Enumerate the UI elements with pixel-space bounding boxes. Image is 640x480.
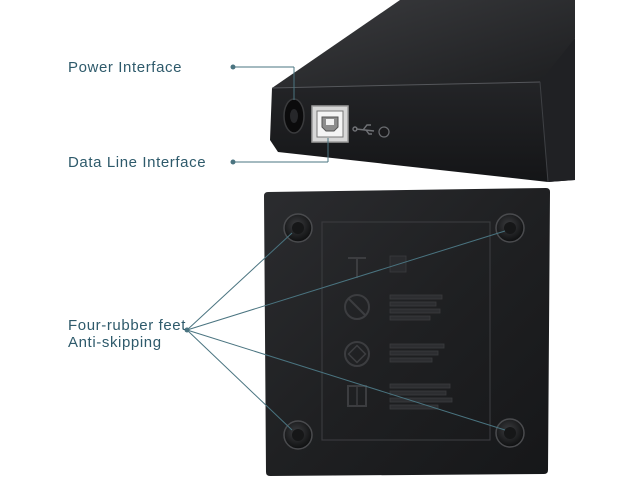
drive-edge-highlight	[271, 81, 541, 89]
drive-bottom-inset	[321, 221, 491, 441]
drive-side-face	[540, 38, 575, 182]
dc-power-jack-icon	[283, 98, 305, 134]
drive-bottom-view	[264, 188, 550, 476]
drive-top-surface	[272, 0, 575, 88]
embossed-markings	[344, 255, 453, 410]
leader-foot-tr	[186, 230, 506, 331]
usb-symbol-icon	[352, 124, 375, 135]
drive-front-face	[270, 38, 575, 182]
leader-lines	[186, 66, 506, 431]
leader-foot-br	[186, 329, 506, 431]
leader-foot-bl	[186, 329, 293, 431]
leader-foot-tl	[186, 232, 293, 331]
drive-top-view	[270, 0, 575, 183]
tilde-mark-icon	[348, 257, 366, 278]
rubber-foot	[283, 213, 313, 243]
label-four-rubber-feet: Four-rubber feet	[68, 317, 186, 334]
label-data-line-interface: Data Line Interface	[68, 154, 207, 171]
leader-dots	[184, 64, 236, 333]
drive-bottom-surface	[264, 188, 550, 476]
rubber-foot	[283, 420, 313, 450]
label-anti-skipping: Anti-skipping	[68, 334, 162, 351]
no-disassemble-icon	[344, 294, 370, 320]
warning-seal-icon	[344, 341, 370, 367]
label-power-interface: Power Interface	[68, 59, 183, 76]
rubber-foot	[495, 418, 525, 448]
rubber-foot	[495, 213, 525, 243]
drive-edge-highlight	[539, 81, 549, 183]
screw-icon	[378, 126, 390, 138]
usb-b-port-icon	[311, 105, 349, 143]
